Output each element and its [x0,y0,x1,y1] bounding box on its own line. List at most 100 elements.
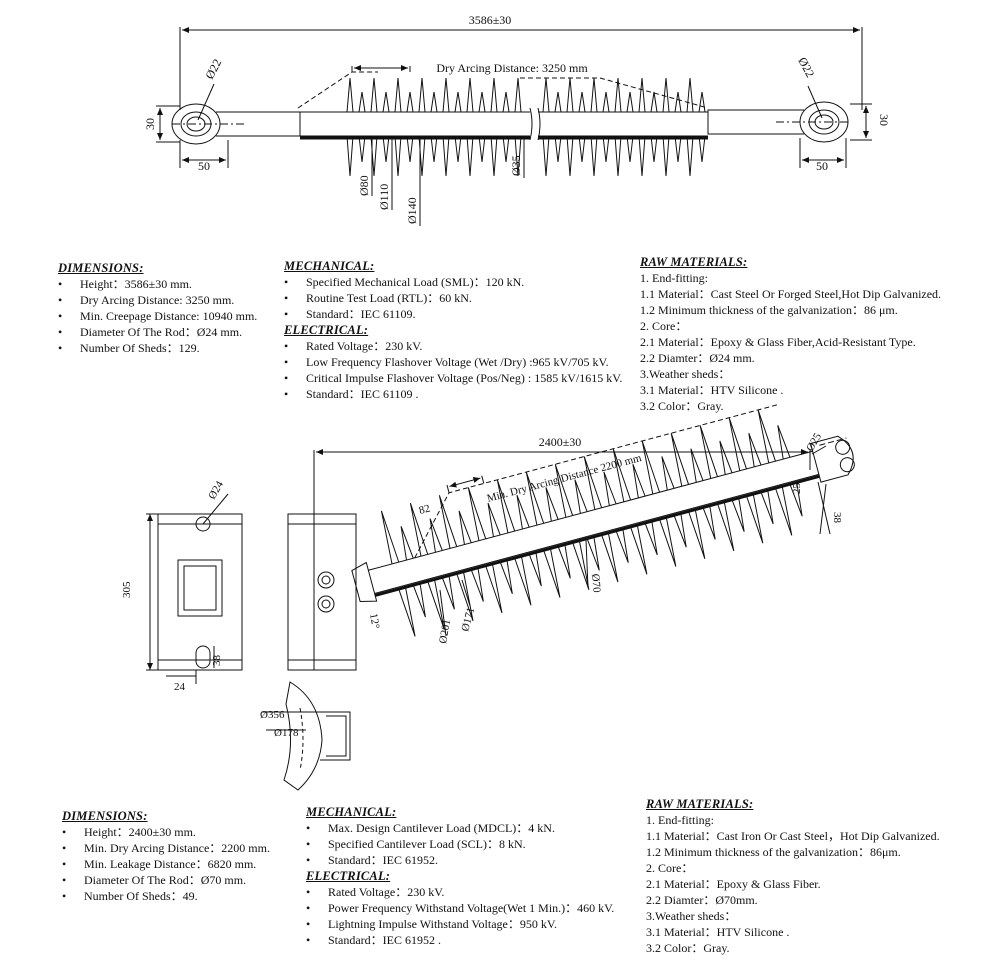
shed [719,440,733,475]
list-item: 1. End-fitting: [640,271,708,285]
list-item: Number Of Sheds：49. [62,888,270,904]
spec2-mechanical-electrical: MECHANICAL: Max. Design Cantilever Load … [306,804,614,948]
height305-dim: 305 [121,581,133,598]
shed [470,567,484,602]
shed [458,510,472,545]
total-length-dim-1: 3586±30 [469,13,512,27]
list-item: 1.1 Material：Cast Steel Or Forged Steel,… [640,287,942,301]
shed [650,135,658,163]
list-item: Critical Impulse Flashover Voltage (Pos/… [284,370,622,386]
spec1-dimensions-list: Height：3586±30 mm. Dry Arcing Distance: … [58,276,257,356]
shed [638,77,646,113]
shed [789,482,803,517]
shed [644,521,658,556]
dia201-dim: Ø201 [437,618,453,644]
shed [777,425,791,460]
shed [673,513,687,548]
list-item: 2. Core： [640,319,688,333]
list-item: 1. End-fitting: [646,813,714,827]
shed [632,464,646,499]
shed [615,528,629,563]
total-length-dim-2: 2400±30 [539,435,582,449]
spec2-electrical-list: Rated Voltage：230 kV. Power Frequency Wi… [306,884,614,948]
list-item: Standard：IEC 61952 . [306,932,614,948]
shed [382,91,390,113]
spec1-mechanical-list: Specified Mechanical Load (SML)：120 kN. … [284,274,622,322]
shed [554,91,562,113]
shed [572,540,590,591]
dia178-dim: Ø178 [274,727,299,739]
spec2-raw-materials-list: 1. End-fitting: 1.1 Material：Cast Iron O… [646,812,940,956]
list-item: 1.1 Material：Cast Iron Or Cast Steel，Hot… [646,829,940,843]
spec1-dimensions-title: DIMENSIONS: [58,261,144,275]
shed [670,433,690,487]
shed [545,487,559,522]
list-item: 2.2 Diamter：Ø70mm. [646,893,758,907]
shed [554,135,562,163]
shed [731,497,745,532]
spec1-raw-materials-list: 1. End-fitting: 1.1 Material：Cast Steel … [640,270,941,414]
list-item: Min. Leakage Distance：6820 mm. [62,856,270,872]
shed [542,77,550,113]
spec1-dimensions: DIMENSIONS: Height：3586±30 mm. Dry Arcin… [58,260,257,356]
eye50-right-dim: 50 [816,159,828,173]
shed [490,77,498,113]
shed [394,135,402,177]
shed [427,579,445,629]
eye30-right-dim: 30 [877,114,891,126]
shed [586,536,600,571]
list-item: Dry Arcing Distance: 3250 mm. [58,292,257,308]
post-insulator-drawing [146,404,855,791]
list-item: 2.1 Material：Epoxy & Glass Fiber,Acid-Re… [640,335,916,349]
dia356-dim: Ø356 [260,709,285,721]
list-item: 2. Core： [646,861,694,875]
shed [514,135,522,177]
shed [406,91,414,113]
shed [688,509,706,559]
shed [674,91,682,113]
d24-dim: 24 [174,681,186,693]
shed [638,135,646,177]
shed [717,501,735,552]
shed [630,525,648,575]
shed [698,91,706,113]
shed [757,409,776,464]
shed [566,135,574,177]
shed [514,556,532,606]
shed [358,91,366,113]
shed [442,135,450,177]
shed [429,518,443,553]
list-item: Diameter Of The Rod：Ø70 mm. [62,872,270,888]
list-item: Rated Voltage：230 kV. [306,884,614,900]
shed [602,91,610,113]
shed [499,559,513,594]
dia22-right-dim: Ø22 [795,55,817,80]
list-item: Routine Test Load (RTL)：60 kN. [284,290,622,306]
shed [614,77,622,113]
shed [441,575,455,610]
shed [467,487,487,541]
shed [578,135,586,163]
dia140-dim: Ø140 [405,197,419,224]
shed [728,417,747,471]
shed [346,77,354,113]
list-item: Rated Voltage：230 kV. [284,338,622,354]
list-item: 3.1 Material：HTV Silicone . [640,383,784,397]
shed [398,587,416,637]
shed [502,135,510,163]
list-item: Lightning Impulse Withstand Voltage：950 … [306,916,614,932]
spec1-raw-materials-title: RAW MATERIALS: [640,255,748,269]
shed [566,77,574,113]
list-item: Min. Creepage Distance: 10940 mm. [58,308,257,324]
shed [686,135,694,177]
d38-left-dim: 38 [211,655,223,667]
shed [528,552,542,587]
dia171-dim: Ø171 [459,606,477,633]
shed [748,432,762,467]
shed [346,135,354,177]
spec1-electrical-title: ELECTRICAL: [284,323,369,337]
list-item: Height：2400±30 mm. [62,824,270,840]
shed [409,502,429,557]
shed [674,135,682,163]
shed [487,502,501,537]
